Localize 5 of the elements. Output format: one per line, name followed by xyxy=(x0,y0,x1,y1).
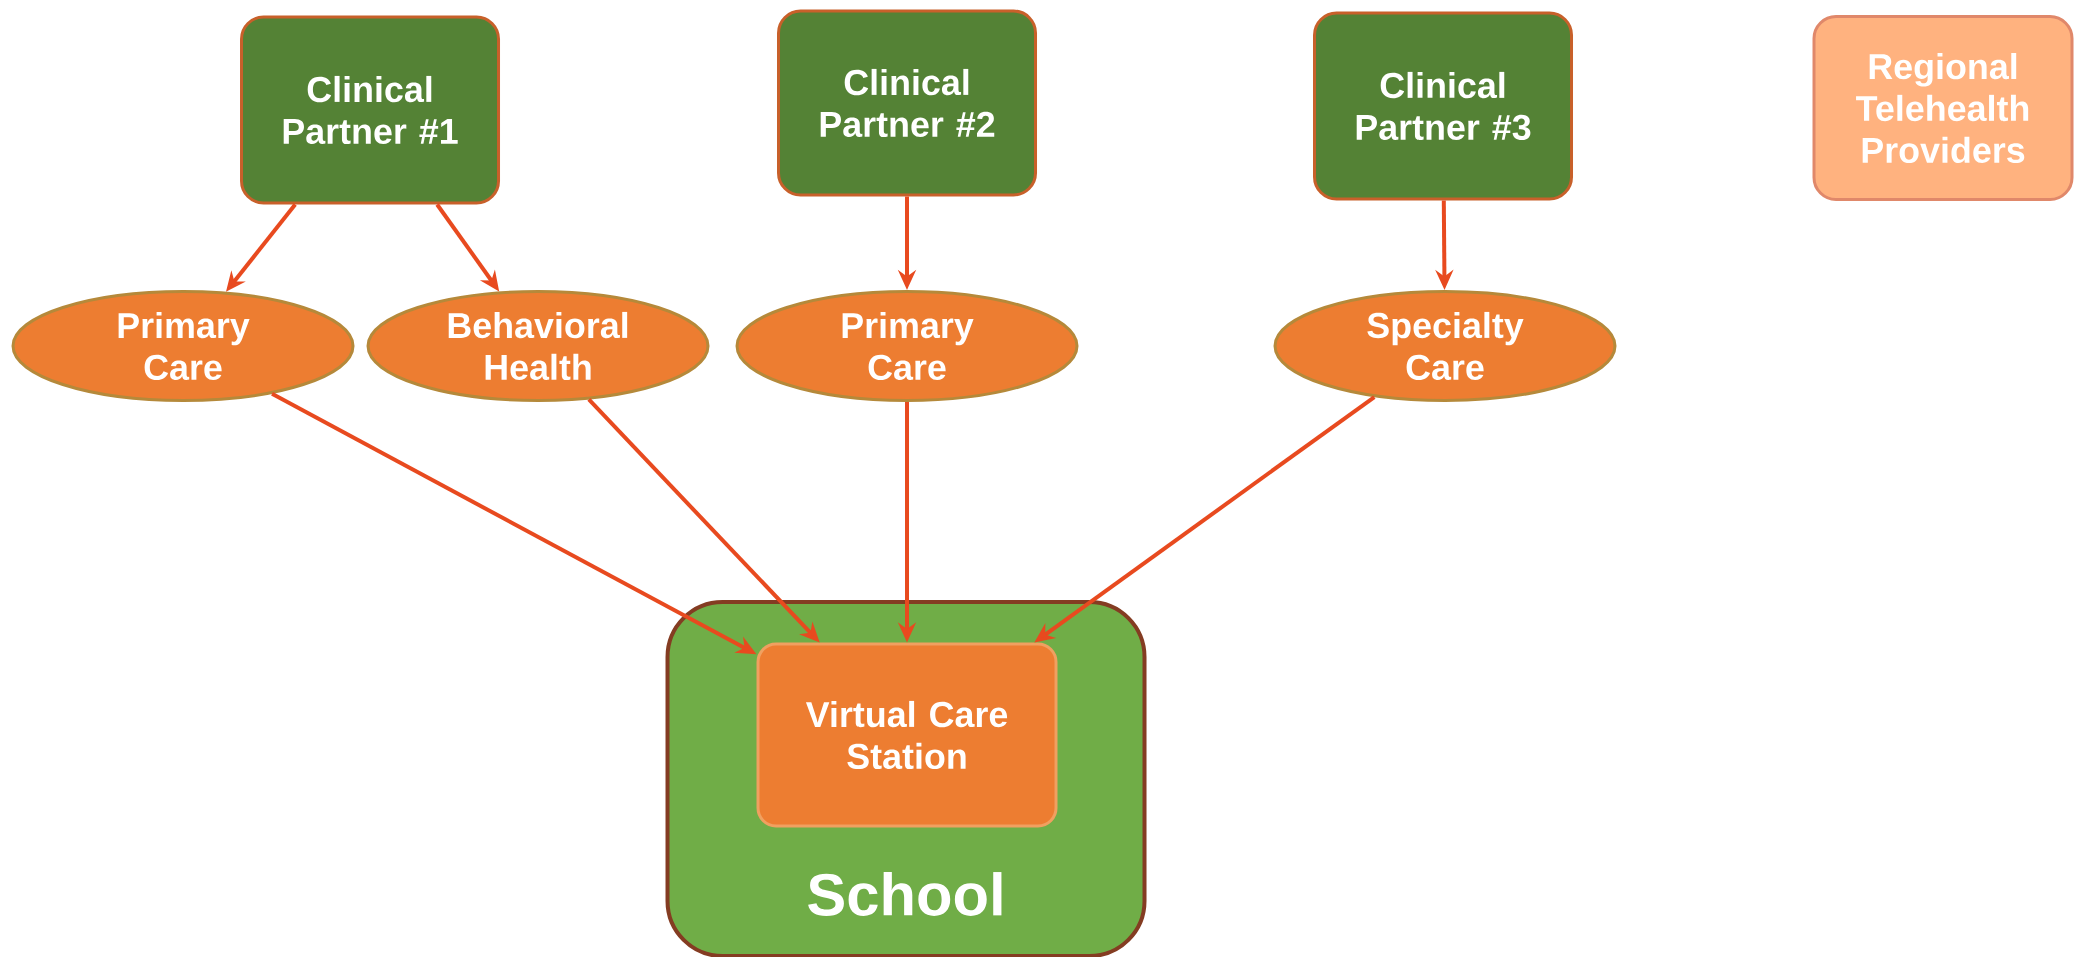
partner-box: Clinical Partner #1 xyxy=(240,15,500,205)
provider-box: Regional Telehealth Providers xyxy=(1812,15,2074,201)
station-box: Virtual Care Station xyxy=(756,642,1058,828)
partner-box: Clinical Partner #2 xyxy=(777,9,1037,197)
partner-box: Clinical Partner #3 xyxy=(1313,11,1573,201)
